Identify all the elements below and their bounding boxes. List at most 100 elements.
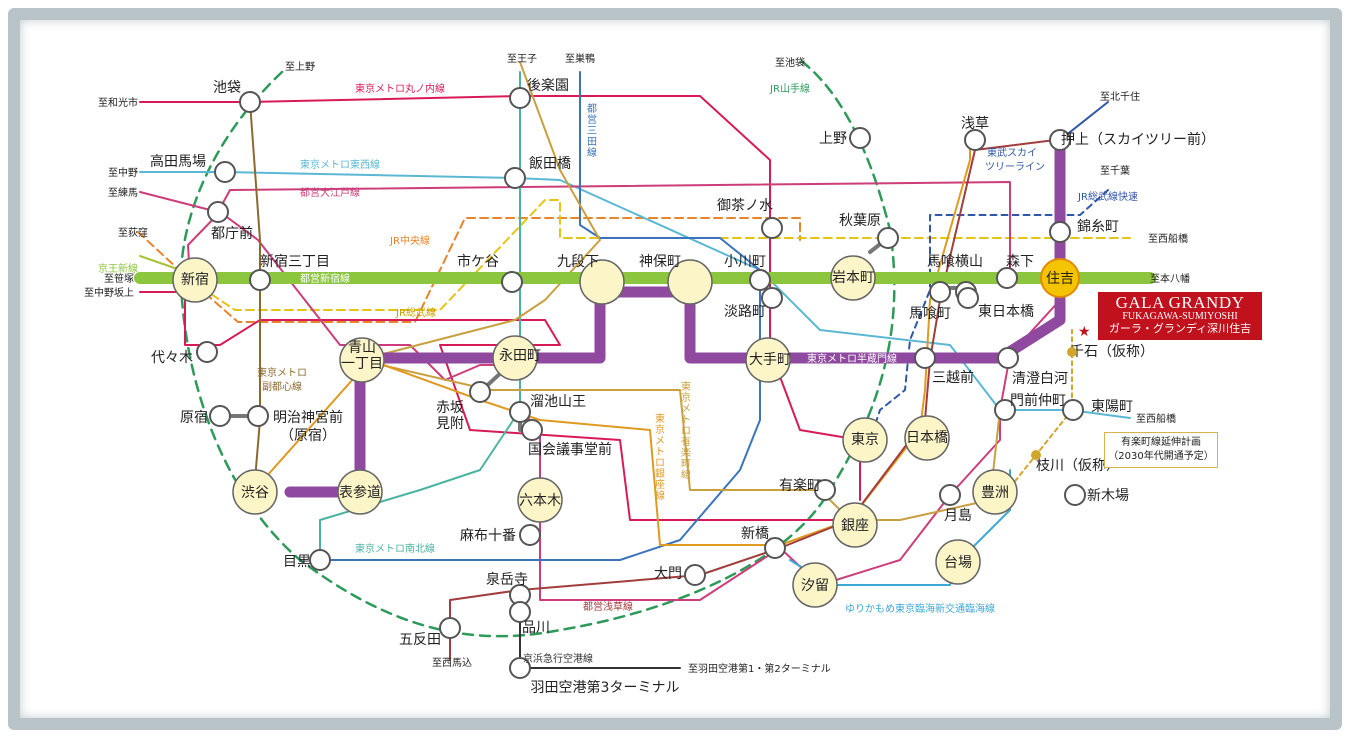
line-label-yurakucho-line-char: 町 — [681, 459, 691, 470]
direction-label-to-ogikubo: 至荻窪 — [118, 226, 148, 239]
station-label-haneda-t3: 羽田空港第3ターミナル — [531, 679, 680, 696]
direction-label-to-nishifunabashi-1: 至西船橋 — [1148, 232, 1188, 245]
direction-label-to-chiba: 至千葉 — [1100, 164, 1130, 177]
station-label-aoyama-1: 青山 — [348, 340, 376, 356]
station-label-mitsukoshimae: 三越前 — [932, 369, 974, 386]
station-marker-ogawamachi — [749, 269, 771, 291]
station-marker-iwamotocho — [830, 255, 876, 301]
promo-subtitle: FUKAGAWA-SUMIYOSHI — [1122, 311, 1238, 322]
station-label-otemachi: 大手町 — [749, 352, 791, 368]
line-sobu — [189, 199, 1131, 311]
direction-label-to-sugamo: 至巣鴨 — [565, 52, 595, 65]
line-label-yurakucho-line-char: 有 — [681, 435, 691, 448]
station-marker-ikebukuro — [239, 91, 261, 113]
station-label-aoyama-2: 一丁目 — [341, 356, 383, 372]
station-label-monzen-nakacho: 門前仲町 — [1010, 392, 1066, 409]
station-label-morishita: 森下 — [1006, 254, 1034, 270]
line-label-yurikamome: ゆりかもめ東京臨海新交通臨海線 — [845, 602, 995, 615]
station-marker-shibuya — [232, 469, 278, 515]
promo-name-jp: ガーラ・グランディ深川住吉 — [1108, 322, 1252, 335]
line-label-yurakucho-line-char: 京 — [681, 391, 691, 404]
station-marker-yurakucho — [814, 479, 836, 501]
station-marker-mitsukoshimae — [914, 347, 936, 369]
station-marker-ginza — [832, 502, 878, 548]
line-label-mita-char: 線 — [587, 146, 597, 159]
extension-note-line1: 有楽町線延伸計画 — [1121, 437, 1201, 448]
station-label-akasaka-mitsuke-2: 見附 — [436, 416, 464, 432]
station-label-bakuro-yokoyama: 馬喰横山 — [927, 254, 983, 270]
line-label-mita-char: 三 — [587, 126, 597, 137]
station-marker-azabu-juban — [519, 524, 541, 546]
line-label-ginza-line-char: 銀 — [655, 467, 665, 480]
station-marker-oshiage — [1049, 129, 1071, 151]
line-label-fukutoshin-1: 東京メトロ — [257, 366, 307, 379]
station-marker-jimbocho — [667, 259, 713, 305]
station-label-oshiage: 押上（スカイツリー前） — [1061, 131, 1215, 148]
station-label-yoyogi: 代々木 — [151, 350, 193, 366]
line-label-keio: 京王新線 — [98, 262, 138, 275]
map-frame — [8, 8, 1342, 730]
station-marker-tsukishima — [939, 484, 961, 506]
line-tozai — [139, 171, 1131, 419]
station-marker-shin-kiba — [1064, 484, 1086, 506]
station-label-asakusa: 浅草 — [961, 116, 989, 132]
home-star-icon: ★ — [1078, 324, 1091, 340]
station-marker-morishita — [996, 267, 1018, 289]
station-marker-monzen-nakacho — [994, 399, 1016, 421]
station-marker-tochomae — [207, 201, 229, 223]
station-marker-ueno — [849, 127, 871, 149]
promo-title: GALA GRANDY — [1115, 293, 1245, 312]
station-marker-meiji-jingumae — [247, 405, 269, 427]
line-label-ginza-line-char: メ — [655, 436, 665, 447]
station-label-shinjuku: 新宿 — [181, 271, 209, 288]
direction-label-to-ikebukuro: 至池袋 — [775, 56, 805, 69]
line-yurakucho — [359, 61, 1001, 521]
station-label-kokkai-gijidomae: 国会議事堂前 — [528, 441, 612, 458]
station-label-shinjuku-sanchome: 新宿三丁目 — [260, 253, 330, 270]
station-label-yurakucho: 有楽町 — [779, 478, 821, 494]
line-sobu-rapid — [869, 189, 1109, 441]
station-marker-omotesando — [337, 469, 383, 515]
station-marker-gotanda — [439, 617, 461, 639]
line-label-yurakucho-line-char: ト — [681, 415, 691, 426]
line-label-mita-char: 都 — [587, 103, 597, 115]
line-label-ginza-line-char: ロ — [655, 458, 665, 469]
station-label-kudanshita: 九段下 — [557, 254, 599, 270]
station-label-meiji-jingumae: 明治神宮前 — [273, 409, 343, 426]
line-label-ginza-line-char: 京 — [655, 423, 665, 436]
station-label-takadanobaba: 高田馬場 — [150, 153, 206, 170]
line-label-tozai: 東京メトロ東西線 — [300, 158, 380, 171]
station-marker-nagatacho — [492, 335, 538, 381]
station-marker-meguro — [309, 549, 331, 571]
station-label-meiji-jingumae-sub: （原宿） — [280, 427, 336, 444]
line-label-namboku: 東京メトロ南北線 — [355, 542, 435, 555]
station-label-iidabashi: 飯田橋 — [529, 155, 571, 172]
line-label-skytree-2: ツリーライン — [985, 161, 1045, 173]
station-label-ochanomizu: 御茶ノ水 — [717, 198, 773, 214]
station-label-nagatacho: 永田町 — [499, 348, 541, 364]
station-label-gotanda: 五反田 — [399, 632, 441, 648]
station-label-ogawamachi: 小川町 — [724, 254, 766, 270]
direction-label-to-kitasenju: 至北千住 — [1100, 90, 1140, 103]
line-label-ginza-line-char: 東 — [655, 412, 665, 425]
station-marker-shinjuku — [172, 257, 218, 303]
line-label-hanzomon: 東京メトロ半蔵門線 — [807, 352, 897, 365]
line-label-ginza-line-char: ト — [655, 447, 665, 458]
station-marker-ichigaya — [501, 271, 523, 293]
line-label-shinjuku-line: 都営新宿線 — [300, 272, 350, 285]
line-label-skytree-1: 東武スカイ — [987, 146, 1037, 159]
station-label-toyocho: 東陽町 — [1091, 399, 1133, 415]
line-label-yamanote: JR山手線 — [769, 82, 810, 95]
direction-label-to-motoyawata: 至本八幡 — [1150, 272, 1190, 285]
station-label-sumiyoshi: 住吉 — [1046, 271, 1074, 287]
station-marker-otemachi — [745, 337, 791, 383]
station-label-kinshicho: 錦糸町 — [1077, 218, 1119, 235]
proposed-station-dot — [1067, 347, 1077, 357]
line-label-sobu-rapid: JR総武線快速 — [1077, 190, 1138, 203]
station-marker-kokkai-gijidomae — [521, 419, 543, 441]
station-label-roppongi: 六本木 — [519, 493, 561, 509]
station-marker-aoyama — [339, 337, 385, 383]
station-label-ikebukuro: 池袋 — [213, 80, 241, 96]
station-label-shinagawa: 品川 — [522, 620, 550, 636]
